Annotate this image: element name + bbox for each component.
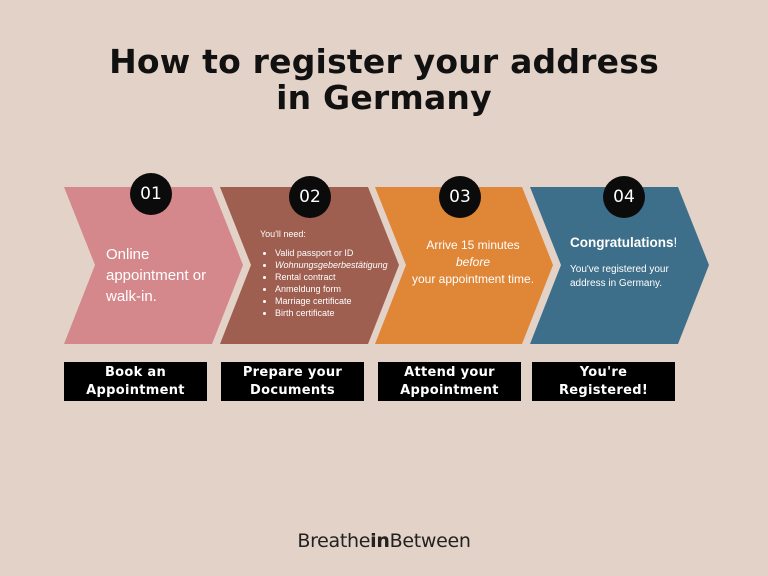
step-4-heading: Congratulations! <box>570 236 700 250</box>
brand-part-3: Between <box>389 530 471 552</box>
brand-part-1: Breathe <box>297 530 371 552</box>
document-list: Valid passport or ID Wohnungsgeberbestät… <box>260 247 410 319</box>
step-1-label: Book an Appointment <box>64 362 207 401</box>
document-item: Valid passport or ID <box>275 247 410 259</box>
step-2-label: Prepare your Documents <box>221 362 364 401</box>
step-3-label-line-1: Attend your <box>404 364 495 380</box>
step-2-number: 02 <box>289 176 331 218</box>
document-item: Birth certificate <box>275 307 410 319</box>
document-item: Anmeldung form <box>275 283 410 295</box>
needs-intro: You'll need: <box>260 229 306 239</box>
step-3-arrow <box>375 187 553 344</box>
step-2-label-line-1: Prepare your <box>242 364 343 380</box>
step-2-arrow <box>220 187 399 344</box>
step-1-number: 01 <box>130 173 172 215</box>
step-1-text: Online appointment or walk-in. <box>106 246 207 305</box>
step-4-body: You've registered your address in German… <box>570 264 669 289</box>
step-4-heading-word: Congratulations <box>570 235 674 250</box>
page-title: How to register your address in Germany <box>0 44 768 116</box>
step-3-number: 03 <box>439 176 481 218</box>
step-3-line-2: your appointment time. <box>411 272 535 286</box>
step-4-number: 04 <box>603 176 645 218</box>
step-4-label-line-2: Registered! <box>558 382 649 398</box>
step-3-label-line-2: Appointment <box>400 382 499 398</box>
step-3-text: Arrive 15 minutes before your appointmen… <box>408 237 538 288</box>
step-1-label-line-1: Book an <box>104 364 167 380</box>
document-item: Marriage certificate <box>275 295 410 307</box>
document-item: Rental contract <box>275 271 410 283</box>
step-4-label-line-1: You're <box>579 364 628 380</box>
title-line-1: How to register your address <box>109 42 659 81</box>
step-3-label: Attend your Appointment <box>378 362 521 401</box>
brand-logo: BreatheinBetween <box>0 530 768 552</box>
step-4-arrow <box>530 187 709 344</box>
step-2-text: You'll need: Valid passport or ID Wohnun… <box>260 228 410 319</box>
step-2-label-line-2: Documents <box>250 382 335 398</box>
step-4-label: You're Registered! <box>532 362 675 401</box>
step-3-emphasis: before <box>455 255 491 269</box>
step-4-text: Congratulations! You've registered your … <box>570 236 700 291</box>
step-4-heading-suffix: ! <box>673 235 678 250</box>
brand-part-2: in <box>370 530 390 552</box>
step-1-label-line-2: Appointment <box>86 382 185 398</box>
document-item: Wohnungsgeberbestätigung <box>275 259 410 271</box>
step-1-arrow <box>64 187 243 344</box>
step-3-line-1: Arrive 15 minutes <box>426 238 520 252</box>
title-line-2: in Germany <box>276 78 492 117</box>
